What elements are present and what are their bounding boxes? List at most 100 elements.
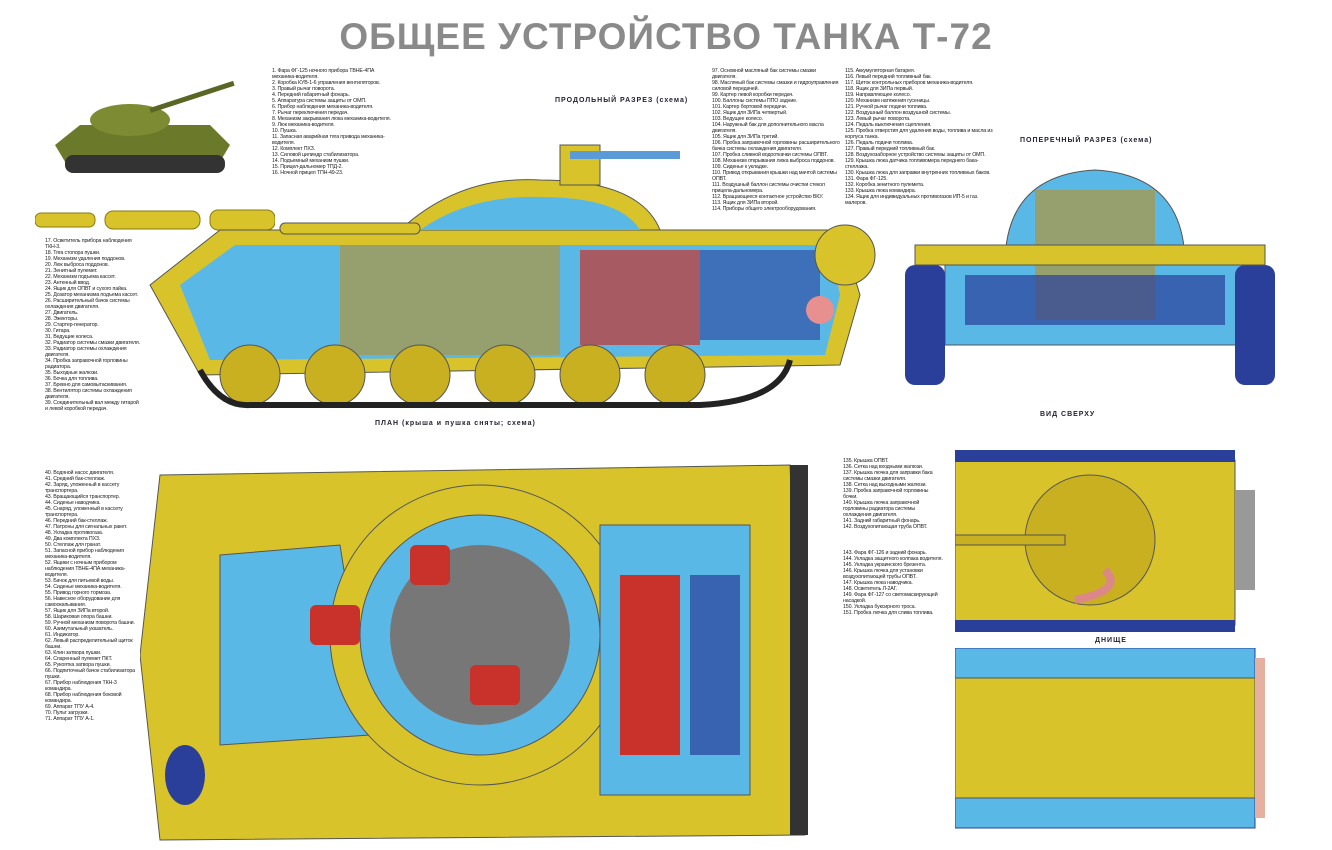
legend-item: 148. Осветитель Л-2АГ. bbox=[843, 586, 898, 592]
legend-item: 31. Ведущие колеса. bbox=[45, 334, 94, 340]
legend-item: 145. Укладка украинского брезента. bbox=[843, 562, 926, 568]
legend-item: 133. Крышка люка командира. bbox=[845, 188, 916, 194]
legend-item: 103. Ведущее колесо. bbox=[712, 116, 763, 122]
legend-item: 28. Эжекторы. bbox=[45, 316, 79, 322]
legend-item: 24. Ящик для ОПВТ и сухого пайка. bbox=[45, 286, 128, 292]
legend-item: 29. Стартер-генератор. bbox=[45, 322, 99, 328]
longitudinal-section-heading: ПРОДОЛЬНЫЙ РАЗРЕЗ (схема) bbox=[555, 97, 689, 104]
plan-view-diagram bbox=[140, 464, 808, 841]
legend-item: 97. Основной масляный бак системы смазки… bbox=[712, 68, 816, 80]
legend-item: 116. Левый передний топливный бак. bbox=[845, 74, 932, 80]
legend-item: 38. Вентилятор системы охлаждения двигат… bbox=[45, 388, 132, 400]
legend-item: 5. Аппаратура системы защиты от ОМП. bbox=[272, 98, 367, 104]
legend-item: 141. Задний габаритный фонарь. bbox=[843, 518, 921, 524]
legend-item: 135. Крышка ОПВТ. bbox=[843, 458, 889, 464]
legend-item: 60. Азимутальный указатель. bbox=[45, 626, 114, 632]
legend-item: 146. Крышка лючка для установки воздухоп… bbox=[843, 568, 923, 580]
legend-item: 54. Сиденье механика-водителя. bbox=[45, 584, 122, 590]
legend-item: 48. Укладка противогаза. bbox=[45, 530, 103, 536]
legend-item: 136. Сетка над входными жалюзи. bbox=[843, 464, 923, 470]
legend-item: 47. Патроны для сигнальных ракет. bbox=[45, 524, 128, 530]
legend-item: 41. Средний бак-стеллаж. bbox=[45, 476, 106, 482]
legend-item: 107. Пробка сливной водооткачки системы … bbox=[712, 152, 828, 158]
legend-item: 33. Радиатор системы охлаждения двигател… bbox=[45, 346, 127, 358]
legend-item: 53. Бачок для питьевой воды. bbox=[45, 578, 114, 584]
legend-item: 45. Снаряд, уложенный в кассету транспор… bbox=[45, 506, 123, 518]
legend-item: 142. Воздухопитающая труба ОПВТ. bbox=[843, 524, 928, 530]
legend-item: 13. Силовой цилиндр стабилизатора. bbox=[272, 152, 360, 158]
legend-item: 67. Прибор наблюдения ТКН-3 командира. bbox=[45, 680, 117, 692]
legend-item: 71. Аппарат ТПУ А-1. bbox=[45, 716, 95, 722]
legend-item: 21. Зенитный пулемет. bbox=[45, 268, 98, 274]
top-view-diagram bbox=[955, 450, 1255, 632]
legend-item: 63. Клин затвора пушки. bbox=[45, 650, 102, 656]
legend-item: 129. Крышка люка датчика топливомера пер… bbox=[845, 158, 979, 170]
legend-items-135-142: 135. Крышка ОПВТ.136. Сетка над входными… bbox=[843, 458, 943, 530]
legend-item: 50. Стеллаж для гранат. bbox=[45, 542, 101, 548]
legend-item: 27. Двигатель. bbox=[45, 310, 79, 316]
legend-item: 10. Пушка. bbox=[272, 128, 297, 134]
legend-items-1-16: 1. Фара ФГ-125 ночного прибора ТВНЕ-4ПА … bbox=[272, 68, 397, 176]
plan-view-heading: ПЛАН (крыша и пушка сняты; схема) bbox=[375, 420, 536, 427]
legend-item: 126. Педаль подачи топлива. bbox=[845, 140, 913, 146]
legend-item: 9. Люк механика-водителя. bbox=[272, 122, 335, 128]
legend-item: 11. Запасная аварийная тяга привода меха… bbox=[272, 134, 385, 146]
legend-item: 138. Сетка над выходными жалюзи. bbox=[843, 482, 927, 488]
legend-items-115-134: 115. Аккумуляторная батарея.116. Левый п… bbox=[845, 68, 995, 206]
legend-item: 112. Вращающееся контактное устройство В… bbox=[712, 194, 824, 200]
legend-item: 61. Индикатор. bbox=[45, 632, 80, 638]
legend-item: 143. Фара ФГ-126 и задний фонарь. bbox=[843, 550, 927, 556]
legend-item: 132. Коробка зенитного пулемета. bbox=[845, 182, 925, 188]
legend-item: 115. Аккумуляторная батарея. bbox=[845, 68, 915, 74]
legend-items-17-39: 17. Осветитель прибора наблюдения ТКН-3.… bbox=[45, 238, 140, 412]
legend-item: 118. Ящик для ЗИПа первый. bbox=[845, 86, 913, 92]
legend-item: 124. Педаль выключения сцепления. bbox=[845, 122, 932, 128]
legend-item: 117. Щиток контрольных приборов механика… bbox=[845, 80, 974, 86]
gun-barrel-parts bbox=[35, 209, 275, 231]
legend-item: 104. Наружный бак для дополнительного ма… bbox=[712, 122, 824, 134]
legend-item: 19. Механизм удаления поддонов. bbox=[45, 256, 126, 262]
legend-item: 147. Крышка люка наводчика. bbox=[843, 580, 913, 586]
legend-item: 40. Водяной насос двигателя. bbox=[45, 470, 114, 476]
legend-item: 101. Картер бортовой передачи. bbox=[712, 104, 787, 110]
legend-item: 39. Соединительный вал между гитарой и л… bbox=[45, 400, 139, 412]
legend-item: 30. Гитара. bbox=[45, 328, 71, 334]
legend-item: 52. Ящики с ночным прибором наблюдения Т… bbox=[45, 560, 126, 578]
legend-item: 43. Вращающийся транспортер. bbox=[45, 494, 120, 500]
legend-item: 7. Рычаг переключения передач. bbox=[272, 110, 349, 116]
tank-thumbnail-illustration bbox=[55, 80, 235, 173]
legend-item: 44. Сиденье наводчика. bbox=[45, 500, 101, 506]
legend-item: 100. Баллоны системы ППО задние. bbox=[712, 98, 798, 104]
legend-item: 2. Коробка КУВ-1-6 управления вентилятор… bbox=[272, 80, 381, 86]
legend-item: 108. Механизм открывания люка выброса по… bbox=[712, 158, 835, 164]
legend-item: 22. Механизм подъема кассет. bbox=[45, 274, 116, 280]
bottom-view-heading: ДНИЩЕ bbox=[1095, 637, 1127, 644]
legend-item: 18. Тяга стопора пушки. bbox=[45, 250, 101, 256]
legend-item: 113. Ящик для ЗИПа второй. bbox=[712, 200, 779, 206]
legend-item: 111. Воздушный баллон системы очистки ст… bbox=[712, 182, 825, 194]
legend-item: 14. Подъемный механизм пушки. bbox=[272, 158, 350, 164]
legend-item: 134. Ящик для индивидуальных противогазо… bbox=[845, 194, 979, 206]
legend-item: 109. Сиденье к укладке. bbox=[712, 164, 768, 170]
legend-item: 65. Рукоятка затвора пушки. bbox=[45, 662, 111, 668]
legend-item: 35. Выходные жалюзи. bbox=[45, 370, 99, 376]
legend-item: 6. Прибор наблюдения механика-водителя. bbox=[272, 104, 374, 110]
legend-item: 131. Фара ФГ-125. bbox=[845, 176, 888, 182]
top-view-heading: ВИД СВЕРХУ bbox=[1040, 411, 1096, 418]
legend-item: 68. Прибор наблюдения боковой командира. bbox=[45, 692, 122, 704]
legend-item: 4. Передний габаритный фонарь. bbox=[272, 92, 350, 98]
legend-item: 55. Привод горного тормоза. bbox=[45, 590, 112, 596]
legend-item: 69. Аппарат ТПУ А-4. bbox=[45, 704, 95, 710]
legend-item: 8. Механизм закрывания люка механика-вод… bbox=[272, 116, 391, 122]
legend-item: 16. Ночной прицел ТПН-49-23. bbox=[272, 170, 344, 176]
legend-item: 3. Правый рычаг поворота. bbox=[272, 86, 335, 92]
legend-item: 125. Пробка отверстия для удаления воды,… bbox=[845, 128, 993, 140]
legend-item: 137. Крышка лючка для заправки бака сист… bbox=[843, 470, 933, 482]
legend-item: 25. Дозатор механизма подъема кассет. bbox=[45, 292, 138, 298]
legend-item: 119. Направляющее колесо. bbox=[845, 92, 911, 98]
legend-item: 102. Ящик для ЗИПа четвертый. bbox=[712, 110, 788, 116]
legend-item: 99. Картер левой коробки передач. bbox=[712, 92, 794, 98]
legend-item: 37. Бревно для самовытаскивания. bbox=[45, 382, 128, 388]
legend-item: 140. Крышка лючка заправочной горловины … bbox=[843, 500, 920, 518]
legend-item: 62. Левый распределительный щиток башни. bbox=[45, 638, 133, 650]
